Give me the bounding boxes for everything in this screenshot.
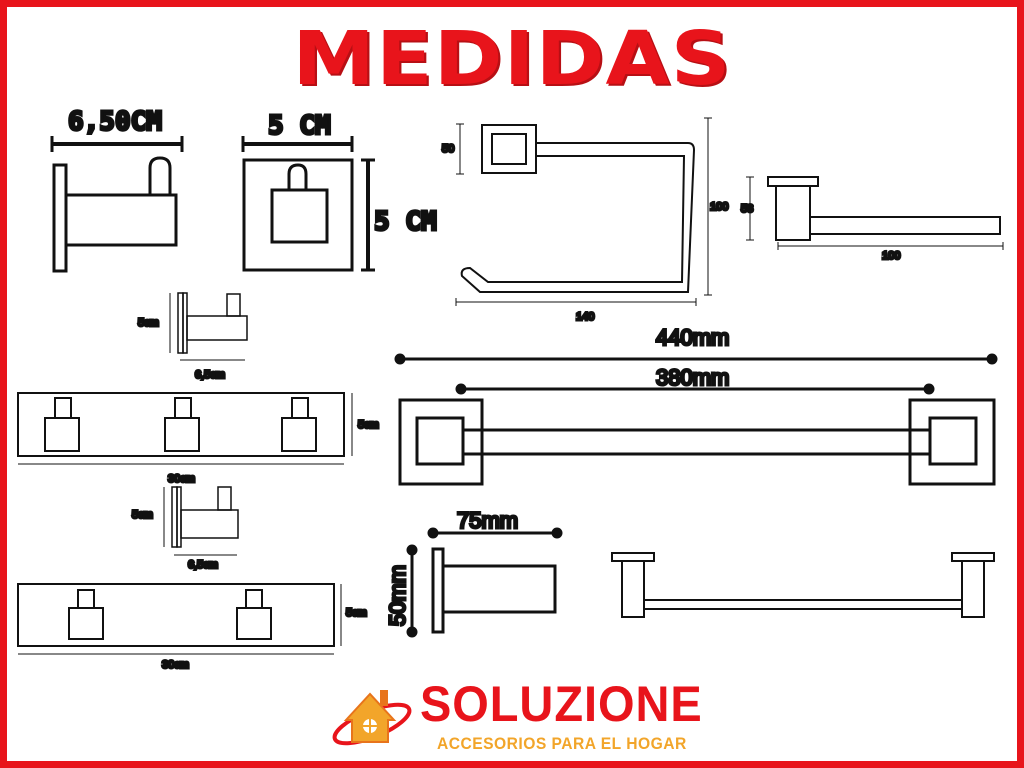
towel-bar-large-drawing: [394, 353, 998, 486]
ring-total-height-label: 100: [710, 201, 728, 213]
house-orbit-logo-icon: [332, 690, 412, 746]
hook-square-height-label: 5 CM: [374, 207, 437, 237]
paper-holder-drawing: [746, 176, 1004, 250]
hook-side-width-label: 75mm: [457, 508, 518, 533]
page-title: MEDIDAS: [292, 16, 732, 102]
hook-square-width-label: 5 CM: [268, 111, 331, 141]
towel-ring-drawing: [455, 117, 712, 306]
hook-small-width-label: 6,5cm: [195, 369, 225, 381]
hook-small-2-width-label: 6,5cm: [188, 559, 218, 571]
towel-bar-side-drawing: [611, 552, 995, 618]
hook-small-height-label: 5cm: [138, 317, 159, 329]
paper-holder-height-label: 58: [741, 203, 753, 215]
bar-total-label: 440mm: [656, 325, 729, 350]
hook-large-width-label: 6,50CM: [68, 107, 162, 137]
rack-two-width-label: 30cm: [162, 659, 189, 671]
hook-square-drawing: [241, 136, 375, 272]
paper-holder-width-label: 100: [882, 250, 900, 262]
hook-small-2-height-label: 5cm: [132, 509, 153, 521]
brand-name: SOLUZIONE: [420, 676, 703, 732]
rack-two-height-label: 5cm: [346, 607, 367, 619]
brand-tagline: ACCESORIOS PARA EL HOGAR: [437, 734, 687, 753]
hook-small-2-drawing: [163, 486, 239, 556]
hook-small-drawing: [169, 292, 248, 361]
ring-height-label: 50: [442, 143, 454, 155]
rack-two-hooks-drawing: [17, 583, 342, 655]
bar-inner-label: 380mm: [656, 365, 729, 390]
hook-large-drawing: [50, 136, 184, 273]
rack-three-width-label: 30cm: [168, 473, 195, 485]
rack-three-hooks-drawing: [17, 392, 353, 465]
rack-three-height-label: 5cm: [358, 419, 379, 431]
hook-side-drawing: [406, 527, 563, 638]
hook-side-height-label: 50mm: [385, 565, 410, 626]
ring-width-label: 140: [576, 311, 594, 323]
